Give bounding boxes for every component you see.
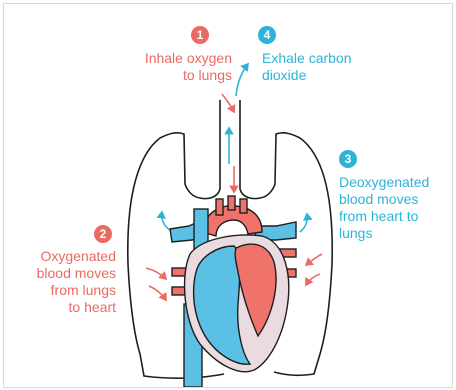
step-1-line-2: to lungs xyxy=(92,67,232,84)
diagram-frame: 1 Inhale oxygen to lungs 4 Exhale carbon… xyxy=(3,3,453,388)
step-3-line-3: from heart to xyxy=(339,208,451,225)
step-1-line-1: Inhale oxygen xyxy=(92,50,232,67)
aorta-branch-1 xyxy=(216,199,223,215)
inhale-arrow xyxy=(222,94,234,112)
step-3-line-1: Deoxygenated xyxy=(339,174,451,191)
step-4-line-1: Exhale carbon xyxy=(262,50,412,67)
aorta-branch-3 xyxy=(240,199,247,213)
step-1-badge: 1 xyxy=(191,26,209,44)
step-3-text: Deoxygenated blood moves from heart to l… xyxy=(339,174,451,242)
heart xyxy=(170,196,296,387)
step-3-badge: 3 xyxy=(339,150,357,168)
step-4-text: Exhale carbon dioxide xyxy=(262,50,412,84)
step-2-line-1: Oxygenated xyxy=(12,248,116,265)
step-2-line-2: blood moves xyxy=(12,265,116,282)
aorta-branch-2 xyxy=(228,196,235,210)
step-1-text: Inhale oxygen to lungs xyxy=(92,50,232,84)
step-4-badge: 4 xyxy=(258,26,276,44)
step-3-line-4: lungs xyxy=(339,225,451,242)
step-2-line-3: from lungs xyxy=(12,282,116,299)
step-2-line-4: to heart xyxy=(12,299,116,316)
step-4-line-2: dioxide xyxy=(262,67,412,84)
pulmonary-vein-left-1 xyxy=(172,268,186,276)
exhale-arrow xyxy=(236,64,248,96)
step-3-line-2: blood moves xyxy=(339,191,451,208)
step-2-text: Oxygenated blood moves from lungs to hea… xyxy=(12,248,116,316)
step-2-badge: 2 xyxy=(94,225,112,243)
